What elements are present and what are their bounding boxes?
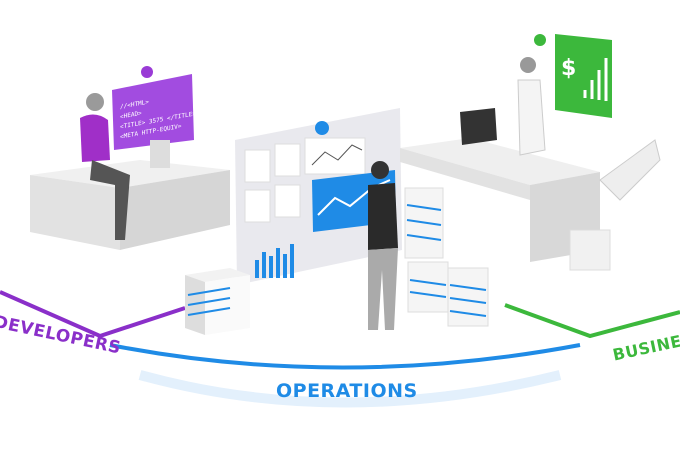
operations-label: OPERATIONS [276,380,418,402]
operations-arc [109,343,581,370]
developer-monitor [112,74,194,150]
servers [185,187,489,335]
dollar-symbol: $ [561,56,576,81]
business-arc [504,303,680,339]
developers-arc [0,290,186,339]
